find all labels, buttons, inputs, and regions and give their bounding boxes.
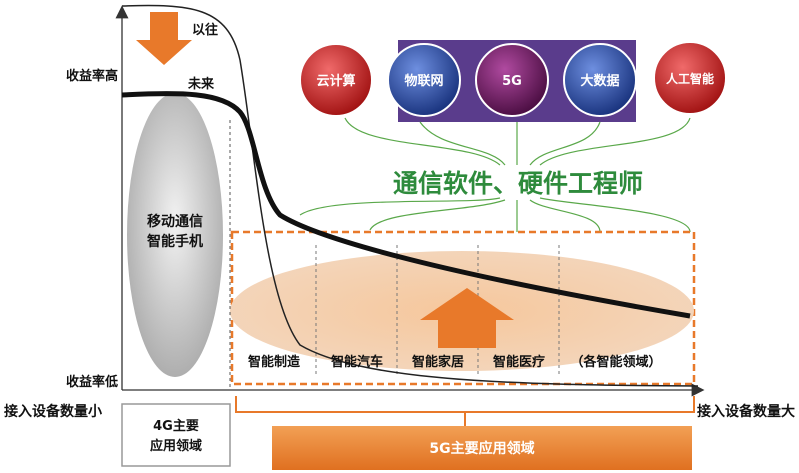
- field-label-medical: 智能医疗: [493, 354, 545, 370]
- tech-circle-group: [299, 41, 727, 117]
- curve-future-label: 未来: [187, 76, 215, 92]
- tech-label-ai: 人工智能: [666, 71, 714, 86]
- tech-circle-5g: [475, 43, 549, 117]
- curve-past: [121, 4, 699, 387]
- tech-circle-iot: [387, 43, 461, 117]
- field-label-home: 智能家居: [412, 354, 464, 370]
- tech-label-5g: 5G: [502, 74, 522, 89]
- down-arrow-icon: [136, 12, 192, 65]
- curve-past-label: 以往: [192, 22, 218, 38]
- bar-5g-label: 5G主要应用领域: [429, 440, 534, 457]
- bar-5g: [272, 426, 692, 470]
- curve-future: [121, 91, 691, 319]
- ellipse-4g: [127, 93, 223, 377]
- tech-connectors: [299, 117, 691, 233]
- field-label-vehicle: 智能汽车: [331, 354, 383, 370]
- box-4g-label-line2: 应用领域: [150, 438, 202, 454]
- ellipse-4g-label-line2: 智能手机: [146, 233, 203, 250]
- field-label-other: （各智能领域）: [570, 354, 661, 370]
- tech-circle-bigdata: [563, 43, 637, 117]
- x-axis-large-label: 接入设备数量大: [697, 403, 795, 420]
- engineer-title: 通信软件、硬件工程师: [393, 169, 643, 198]
- tech-label-iot: 物联网: [404, 73, 443, 89]
- field-label-manufacturing: 智能制造: [248, 354, 301, 370]
- bracket-5g: [235, 396, 695, 413]
- tech-circle-ai: [653, 41, 727, 115]
- box-4g-label-line1: 4G主要: [153, 418, 199, 434]
- x-axis-small-label: 接入设备数量小: [4, 403, 102, 420]
- tech-label-bigdata: 大数据: [580, 73, 619, 89]
- region-5g-dashed-box: [230, 230, 696, 386]
- tech-label-cloud: 云计算: [316, 73, 355, 89]
- tech-circle-cloud: [299, 43, 373, 117]
- up-arrow-icon: [420, 288, 514, 348]
- y-axis-high-label: 收益率高: [66, 68, 118, 84]
- box-4g: [121, 403, 231, 467]
- y-axis-low-label: 收益率低: [66, 374, 118, 390]
- ellipse-4g-label-line1: 移动通信: [147, 213, 203, 230]
